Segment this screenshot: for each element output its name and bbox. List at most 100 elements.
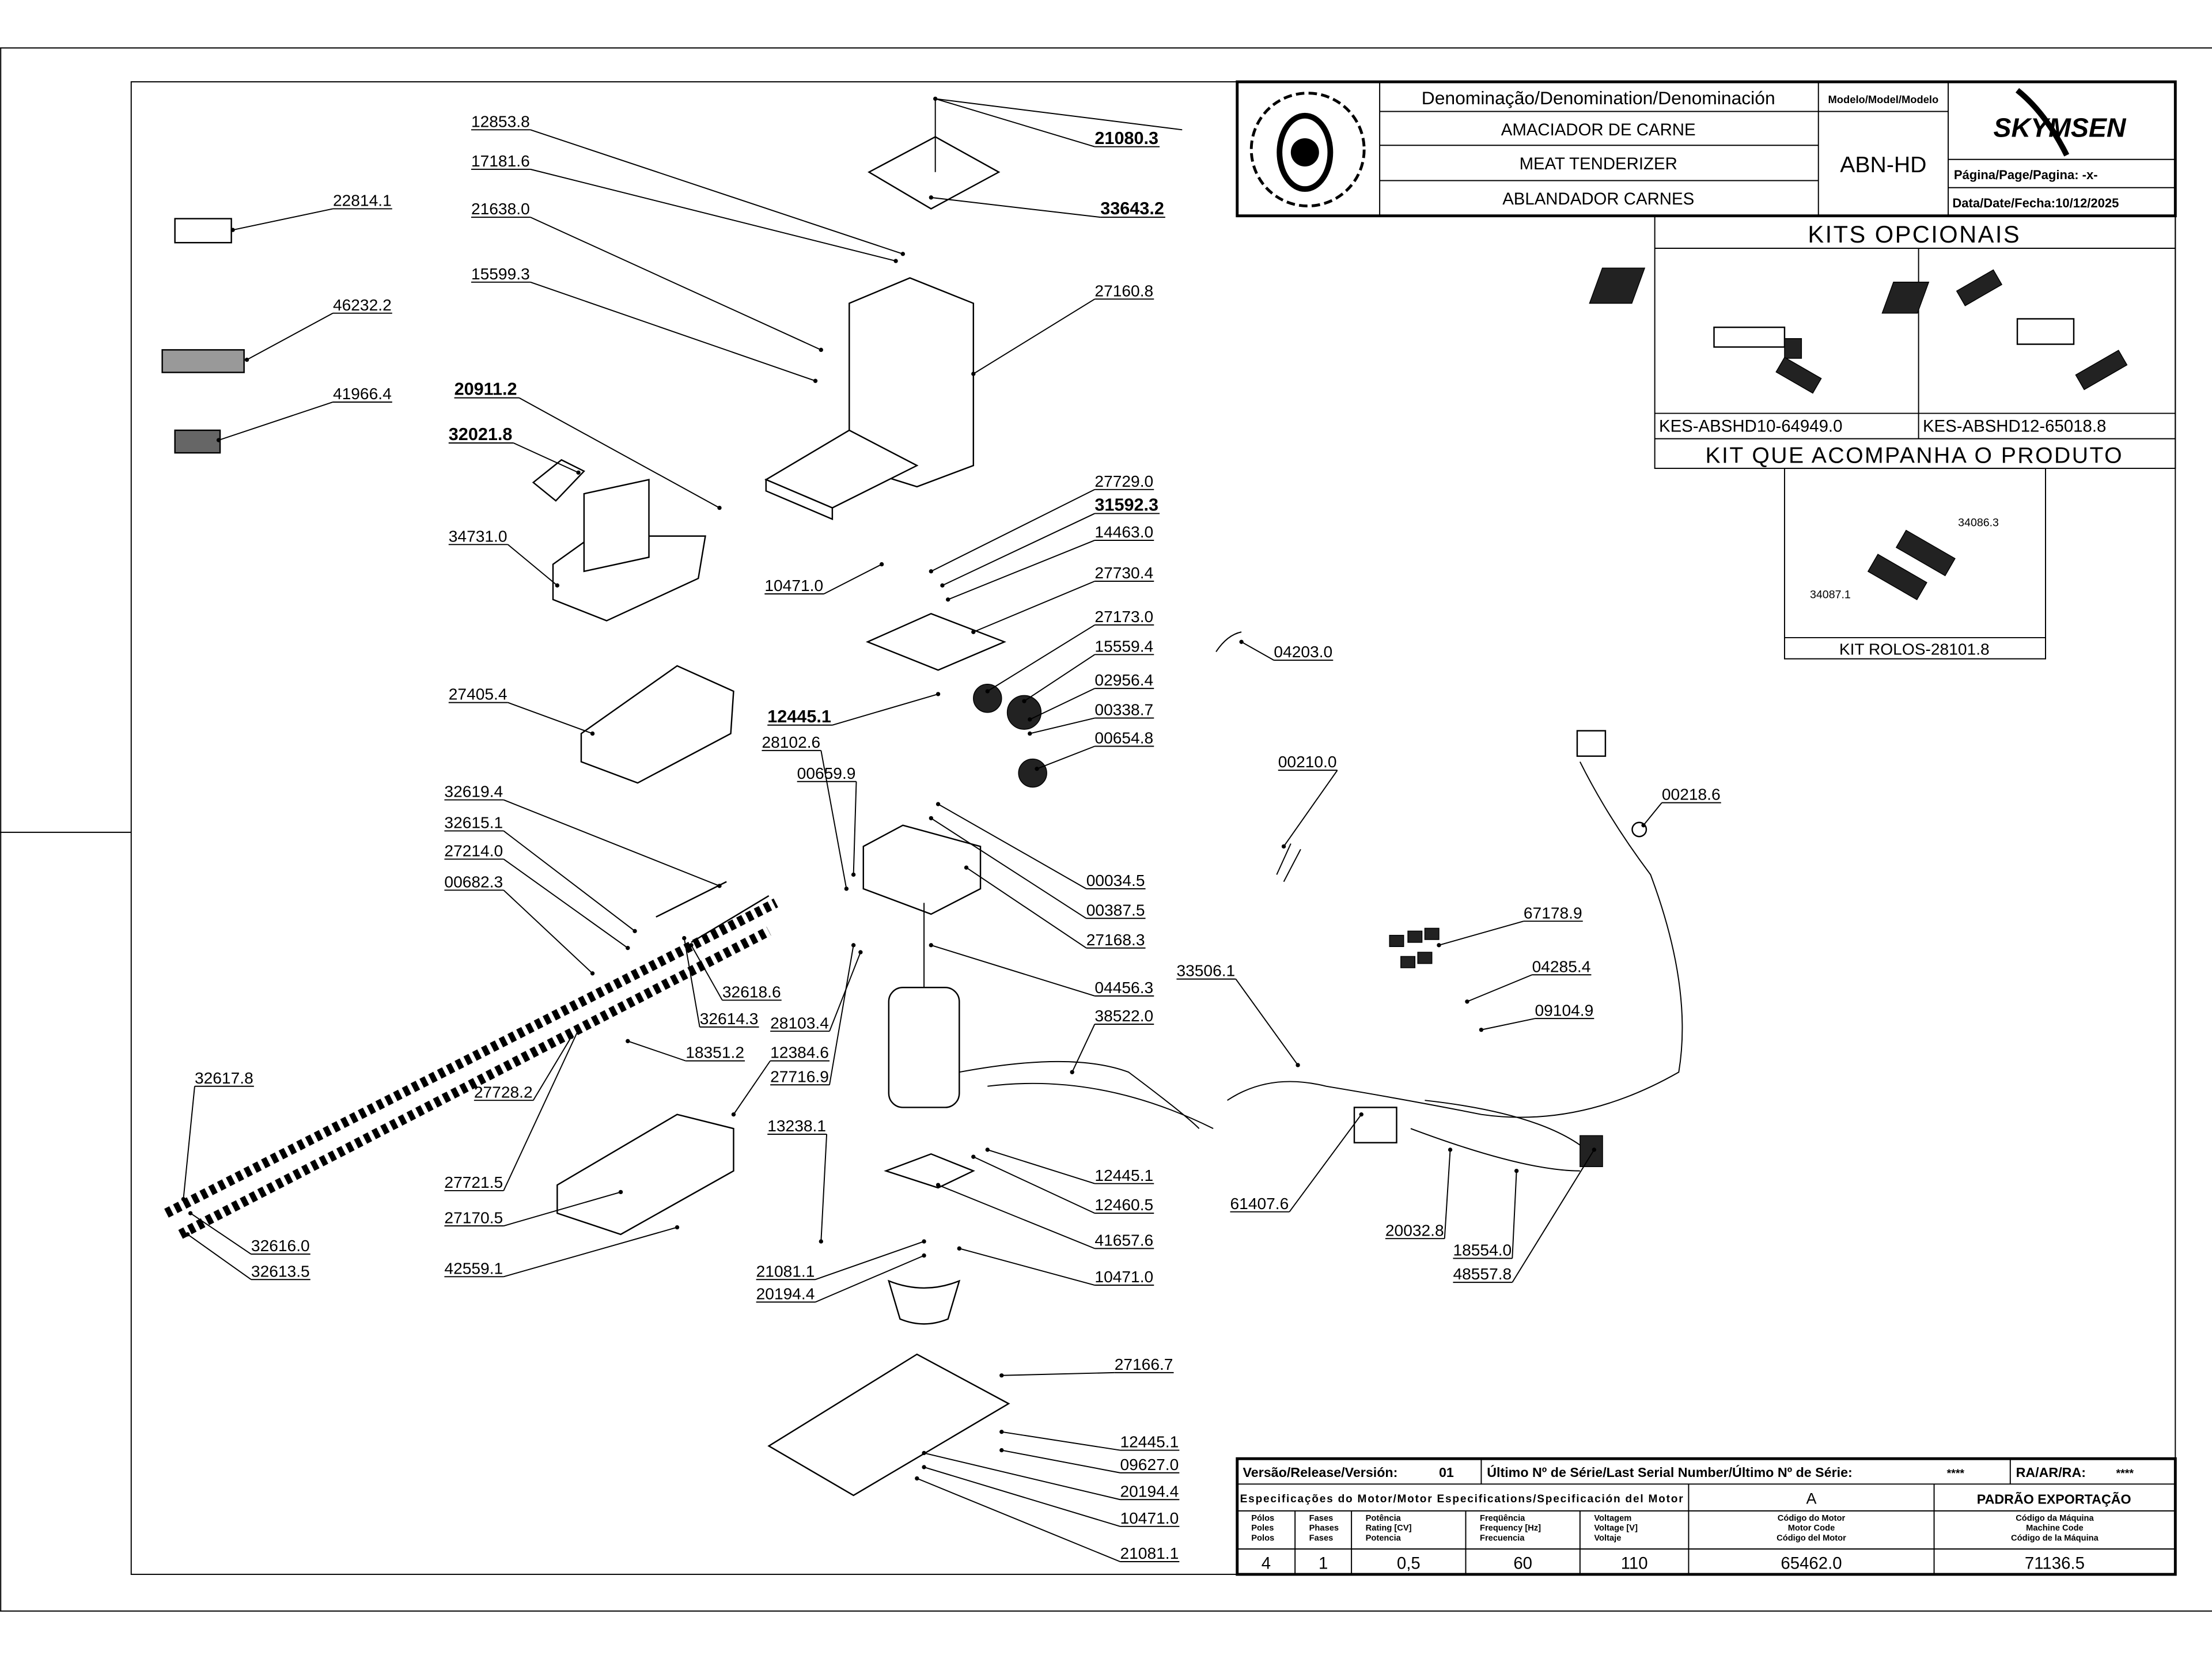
part-number-label: 20032.8 xyxy=(1385,1221,1444,1239)
part-callout: 27721.5 xyxy=(444,1028,581,1191)
part-callout: 00659.9 xyxy=(797,764,857,877)
parts-illustrations xyxy=(161,98,1683,1497)
part-callout: 09104.9 xyxy=(1479,1001,1594,1032)
part-callout: 00682.3 xyxy=(444,873,595,976)
leader-line xyxy=(530,168,896,262)
part-callout: 21080.3 xyxy=(933,96,1160,148)
leader-dot xyxy=(618,1190,623,1195)
brand-logo-text: SKYMSEN xyxy=(1993,113,2126,143)
part-number-label: 17181.6 xyxy=(471,152,530,170)
spec-header: Frequency [Hz] xyxy=(1480,1524,1541,1533)
part-number-label: 00387.5 xyxy=(1086,901,1145,919)
leader-line xyxy=(1241,641,1274,661)
part-number-label: 15559.4 xyxy=(1094,637,1153,655)
part-number-label: 13238.1 xyxy=(767,1117,826,1135)
label-sticker xyxy=(174,218,232,244)
leader-line xyxy=(1024,654,1095,702)
leader-dot xyxy=(922,1239,926,1244)
leader-line xyxy=(503,1029,579,1191)
leader-dot xyxy=(626,1039,630,1044)
leader-dot xyxy=(1641,823,1646,828)
part-callout: 17181.6 xyxy=(471,152,898,263)
part-callout: 34731.0 xyxy=(448,527,560,588)
part-number-label: 27168.3 xyxy=(1086,931,1145,949)
part-callout: 32614.3 xyxy=(682,935,759,1028)
leader-line xyxy=(815,1241,925,1281)
part-callout: 32615.1 xyxy=(444,814,637,933)
part-callout: 12445.1 xyxy=(767,692,941,726)
leader-dot xyxy=(1239,639,1244,644)
spec-value: 1 xyxy=(1319,1554,1328,1573)
leader-line xyxy=(503,858,628,949)
leader-dot xyxy=(1479,1028,1484,1032)
spec-header: Voltagem xyxy=(1594,1514,1631,1523)
part-number-label: 38522.0 xyxy=(1094,1007,1153,1025)
part-number-label: 04285.4 xyxy=(1532,957,1591,975)
spec-header: Código de la Máquina xyxy=(2011,1533,2099,1543)
part-callout: 12445.1 xyxy=(985,1147,1154,1184)
leader-dot xyxy=(244,357,249,362)
leader-dot xyxy=(813,378,818,383)
leader-dot xyxy=(1022,699,1027,703)
part-number-label: 32615.1 xyxy=(444,814,503,832)
leader-line xyxy=(503,1226,677,1278)
leader-dot xyxy=(935,802,941,806)
page-number: Página/Page/Pagina: -x- xyxy=(1954,168,2098,182)
denomination-header: Denominação/Denomination/Denominación xyxy=(1422,88,1775,108)
leader-line xyxy=(532,1036,572,1101)
part-callout: 27170.5 xyxy=(444,1190,623,1226)
part-number-label: 10471.0 xyxy=(764,577,823,594)
part-callout: 27728.2 xyxy=(474,1035,574,1101)
part-number-label: 32616.0 xyxy=(251,1237,310,1255)
part-callout: 27716.9 xyxy=(770,943,856,1085)
leader-line xyxy=(232,208,334,231)
spec-value: 110 xyxy=(1621,1554,1648,1573)
leader-dot xyxy=(569,1035,574,1039)
part-callout: 00387.5 xyxy=(929,816,1146,919)
leader-dot xyxy=(935,692,941,696)
optional-kits-panel: KITS OPCIONAIS KES-ABSHD10-64949.0 KES-A… xyxy=(1589,215,2176,660)
leader-line xyxy=(683,938,700,1028)
part-callout: 10471.0 xyxy=(957,1246,1154,1286)
leader-line xyxy=(1071,1024,1096,1073)
leader-line xyxy=(930,817,1087,919)
part-number-label: 27214.0 xyxy=(444,842,503,860)
part-number-label: 04203.0 xyxy=(1274,643,1332,661)
part-callout: 27214.0 xyxy=(444,842,630,950)
leader-line xyxy=(530,217,821,351)
part-callout: 20194.4 xyxy=(922,1450,1180,1500)
part-callout: 12445.1 xyxy=(999,1430,1180,1451)
part-number-label: 46232.2 xyxy=(333,296,392,314)
leader-dot xyxy=(900,252,906,256)
leader-dot xyxy=(858,950,863,955)
leader-line xyxy=(627,1040,686,1062)
leader-line xyxy=(966,867,1087,949)
leader-dot xyxy=(922,1450,926,1456)
leader-dot xyxy=(929,943,933,948)
drawing-date: Data/Date/Fecha:10/12/2025 xyxy=(1952,196,2119,210)
part-callout: 18351.2 xyxy=(626,1039,745,1062)
version-label: Versão/Release/Versión: xyxy=(1243,1465,1398,1480)
leader-dot xyxy=(185,1232,190,1237)
leader-line xyxy=(1444,1149,1451,1239)
leader-line xyxy=(820,1134,828,1242)
leader-dot xyxy=(675,1225,680,1230)
leader-line xyxy=(507,702,593,734)
part-number-label: 34731.0 xyxy=(449,527,507,545)
leader-line xyxy=(987,624,1095,692)
part-callout: 04456.3 xyxy=(929,943,1154,997)
part-callout: 14463.0 xyxy=(946,523,1154,602)
part-number-label: 27721.5 xyxy=(444,1173,503,1191)
part-number-label: 27729.0 xyxy=(1094,472,1153,490)
leader-dot xyxy=(1296,1063,1300,1067)
part-callout: 00654.8 xyxy=(1035,729,1154,771)
spec-header: Rating [CV] xyxy=(1366,1524,1412,1533)
leader-dot xyxy=(1437,943,1441,948)
leader-dot xyxy=(1281,844,1286,849)
leader-line xyxy=(938,804,1087,889)
brand-plate xyxy=(161,349,245,373)
leader-line xyxy=(931,196,1101,218)
part-callout: 27168.3 xyxy=(964,865,1146,949)
spec-header: Código da Máquina xyxy=(2016,1514,2094,1523)
leader-dot xyxy=(590,731,595,736)
